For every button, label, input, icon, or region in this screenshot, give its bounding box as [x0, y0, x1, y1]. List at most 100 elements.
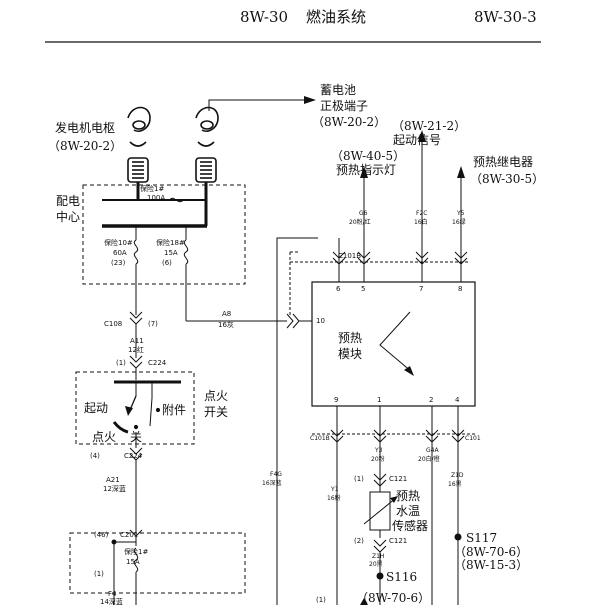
y5-wire: 16绿: [452, 219, 466, 226]
a8-label: A8: [222, 310, 232, 318]
pdc-label-1: 配电: [56, 194, 81, 208]
g6-wire: 20粉/红: [349, 219, 371, 226]
f4g-wire: 16深蓝: [262, 480, 282, 487]
header-title: 燃油系统: [306, 8, 367, 26]
c121-top-label: C121: [389, 475, 408, 483]
fuse-10: [133, 239, 139, 265]
fuse10-name: 保险10#: [104, 239, 133, 247]
fuse-18: [183, 239, 189, 265]
bottom-cav: (1): [316, 596, 326, 604]
ignition-run: 点火: [92, 430, 117, 444]
y1-label: Y1: [331, 486, 339, 493]
start-signal-label: 起动信号: [393, 133, 442, 147]
c201-cav: (46): [94, 531, 109, 539]
pdc-box: [82, 184, 246, 285]
f2c-label: F2C: [416, 210, 428, 217]
fuse10-cav: (23): [111, 259, 126, 267]
y1-wire: 16粉: [327, 495, 341, 502]
fuse10-rating: 60A: [113, 249, 127, 257]
fuse18-rating: 15A: [164, 249, 178, 257]
fuse1-rating: 100A: [147, 194, 166, 202]
pin-2: 2: [429, 396, 434, 404]
battery-ref-line: [208, 99, 304, 111]
generator-ref: （8W-20-2）: [48, 139, 123, 153]
fuse18-name: 保险18#: [156, 239, 185, 247]
fuse-1: [160, 197, 200, 203]
ignition-label-2: 开关: [204, 405, 229, 419]
preheat-relay-label: 预热继电器: [473, 155, 534, 169]
s117-ref-1: （8W-70-6）: [454, 545, 529, 559]
fuse1b-cav: (1): [94, 570, 104, 578]
z1d-label: Z1D: [451, 472, 464, 479]
s117-label: S117: [466, 531, 498, 545]
battery-ref: （8W-20-2）: [312, 115, 387, 129]
c101b-a8-connector: [286, 313, 300, 329]
start-ref: （8W-21-2）: [392, 119, 467, 133]
preheat-module: [311, 281, 476, 407]
fuse1b-name: 保险1#: [124, 548, 149, 556]
module-symbol: [379, 311, 413, 373]
battery-label-1: 蓄电池: [320, 83, 357, 97]
c101b-top-dashed: [289, 252, 470, 263]
c224-top-label: C224: [148, 359, 167, 367]
f4-wire: 14深蓝: [100, 598, 123, 606]
pdc-label-2: 中心: [56, 210, 81, 224]
module-label-2: 模块: [338, 347, 363, 361]
pin-4: 4: [455, 396, 460, 404]
g4a-wire: 20白/橙: [418, 456, 440, 463]
header-code-left: 8W-30: [240, 8, 289, 26]
ignition-start: 起动: [84, 401, 109, 415]
c101b-bot-label: C101B: [310, 435, 330, 442]
fuse1b-rating: 15A: [126, 558, 140, 566]
a11-wire: 12红: [128, 346, 144, 354]
a11-label: A11: [130, 337, 144, 345]
fuse-box-lower: [69, 532, 246, 594]
c121-bot-label: C121: [389, 537, 408, 545]
c224-bot-label: C224: [124, 452, 143, 460]
s116-splice: [376, 572, 384, 580]
pin-6: 6: [336, 285, 341, 293]
c101b-top-label: C101B: [338, 252, 362, 260]
s117-splice: [454, 533, 462, 541]
s116-ref: （8W-70-6）: [356, 591, 431, 605]
f4-label: F4: [108, 590, 117, 598]
s116-label: S116: [386, 570, 418, 584]
sensor-label-2: 水温: [396, 504, 421, 518]
y5-label: Y5: [457, 210, 465, 217]
fuse1-name: 保险1#: [140, 185, 165, 193]
g4a-label: G4A: [426, 447, 439, 454]
c201-label: C201: [120, 531, 139, 539]
s117-ref-2: （8W-15-3）: [454, 558, 529, 572]
preheat-lamp-arrow: [360, 166, 368, 178]
battery-terminal: [195, 106, 219, 183]
y3-label: Y3: [375, 447, 383, 454]
sensor-label-3: 传感器: [392, 519, 429, 533]
preheat-relay-arrow: [457, 166, 465, 178]
sensor-label-1: 预热: [396, 489, 421, 503]
preheat-relay-ref: （8W-30-5）: [470, 172, 545, 186]
g6-label: G6: [359, 210, 368, 217]
z1h-wire: 20黑: [369, 561, 383, 568]
ignition-off: 关: [130, 430, 143, 444]
c224-top-cav: (1): [116, 359, 126, 367]
c101-label: C101: [465, 435, 481, 442]
f2c-wire: 16白: [414, 219, 428, 226]
battery-label-2: 正极端子: [320, 99, 369, 113]
pin-8: 8: [458, 285, 463, 293]
a21-wire: 12深蓝: [103, 485, 126, 493]
pin-7: 7: [419, 285, 424, 293]
pin-9: 9: [334, 396, 339, 404]
generator-label: 发电机电枢: [55, 121, 116, 135]
pin-5: 5: [361, 285, 366, 293]
preheat-lamp-label: 预热指示灯: [336, 163, 397, 177]
preheat-lamp-ref: （8W-40-5）: [331, 149, 406, 163]
c121-top-cav: (1): [354, 475, 364, 483]
pin-1: 1: [377, 396, 382, 404]
c121-bot-cav: (2): [354, 537, 364, 545]
generator-terminal: [127, 106, 151, 183]
c108-cav: (7): [148, 320, 158, 328]
header-code-right: 8W-30-3: [474, 8, 537, 26]
z1d-wire: 16黑: [448, 481, 462, 488]
fuse-1b: [133, 547, 139, 573]
